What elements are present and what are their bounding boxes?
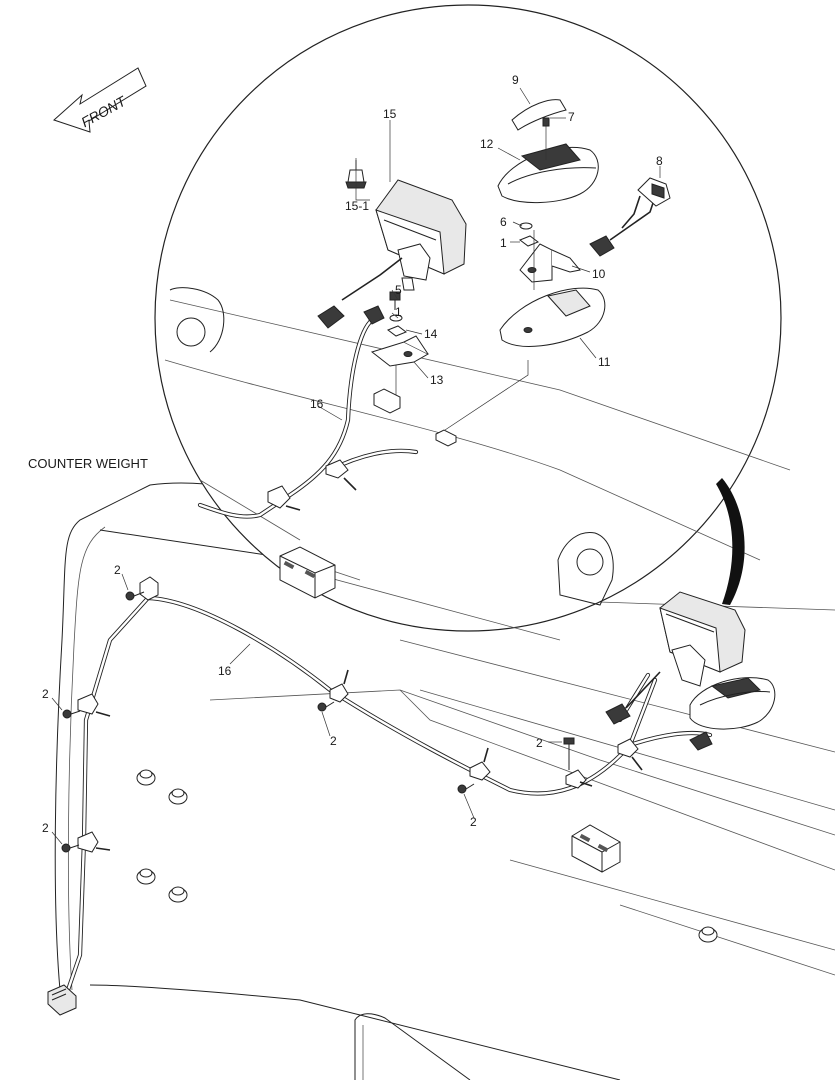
- lamp-wire-detail: [317, 257, 403, 329]
- mount-block: [571, 824, 621, 873]
- label-1-mid: 1: [395, 305, 402, 319]
- label-10: 10: [592, 267, 606, 281]
- lamp-connectors-main: [605, 671, 713, 751]
- harness-detail-8: [589, 177, 671, 257]
- label-6: 6: [500, 215, 507, 229]
- bolt: [563, 737, 575, 770]
- harness-detail-16: [197, 305, 419, 519]
- work-lamp-main: [659, 591, 746, 687]
- counter-weight-label: COUNTER WEIGHT: [28, 456, 148, 471]
- label-2-f: 2: [536, 736, 543, 750]
- label-8: 8: [656, 154, 663, 168]
- harness-clips: [77, 576, 643, 853]
- base-detail-11: [499, 287, 606, 347]
- label-15-1: 15-1: [345, 199, 369, 213]
- main-harness-cable: [65, 595, 713, 993]
- label-2-c: 2: [42, 821, 49, 835]
- bracket-detail-13: [370, 291, 430, 367]
- label-14: 14: [424, 327, 438, 341]
- front-arrow: FRONT: [53, 67, 147, 133]
- harness-connector: [47, 984, 77, 1016]
- label-5: 5: [395, 283, 402, 297]
- bolt: [457, 783, 475, 794]
- label-9: 9: [512, 73, 519, 87]
- cab-light-main: [689, 677, 776, 730]
- label-12: 12: [480, 137, 494, 151]
- label-13: 13: [430, 373, 444, 387]
- bolt: [317, 701, 335, 712]
- bolt: [125, 591, 145, 601]
- label-2-a: 2: [114, 563, 121, 577]
- label-7: 7: [568, 110, 575, 124]
- leader-lines: [51, 87, 661, 845]
- label-2-e: 2: [470, 815, 477, 829]
- label-16-detail: 16: [310, 397, 324, 411]
- label-2-b: 2: [42, 687, 49, 701]
- label-16-main: 16: [218, 664, 232, 678]
- label-2-d: 2: [330, 734, 337, 748]
- label-11: 11: [598, 355, 611, 369]
- bolt: [61, 843, 80, 853]
- label-1-top: 1: [500, 236, 507, 250]
- bracket-detail-10: [518, 222, 581, 290]
- bolt: [62, 709, 81, 719]
- label-15: 15: [383, 107, 397, 121]
- detail-pointer-arrow: [716, 478, 745, 605]
- part-labels: COUNTER WEIGHT 15 15-1 9 7 12 8 6 1 10 1…: [28, 73, 663, 835]
- cab-light-detail: [497, 99, 599, 203]
- detail-circle: [154, 4, 791, 641]
- work-lamp-detail: [375, 179, 467, 291]
- bolt-group: [61, 591, 575, 853]
- boss-row: [136, 769, 718, 943]
- counter-weight-body: [54, 482, 835, 1080]
